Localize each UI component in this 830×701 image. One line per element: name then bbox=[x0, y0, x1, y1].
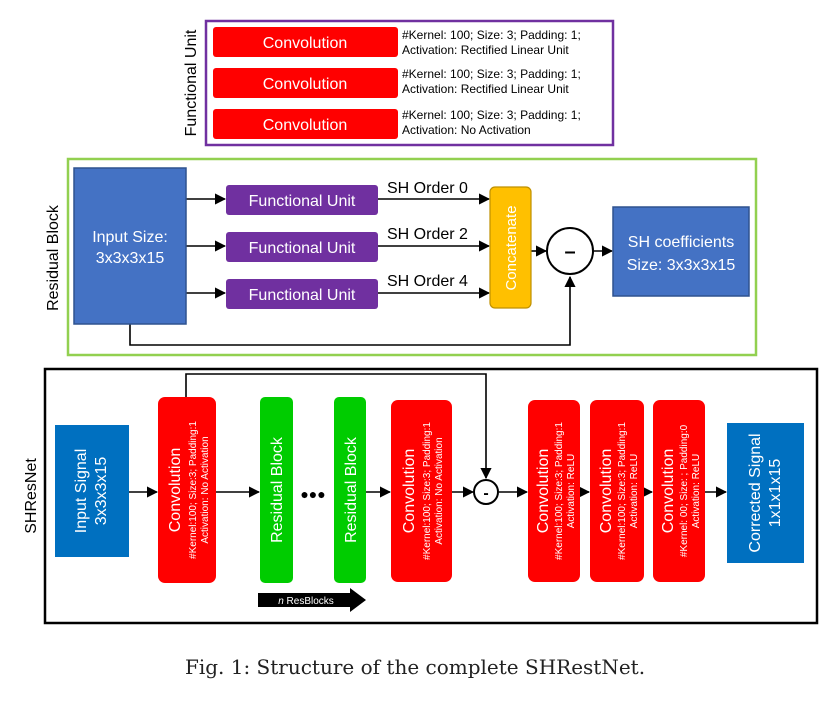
rb-output-line1: SH coefficients bbox=[628, 234, 734, 251]
fu-conv-desc2-1: Activation: Rectified Linear Unit bbox=[402, 43, 569, 57]
fu-conv-label-2: Convolution bbox=[263, 76, 348, 93]
sn-residual-block-1: Residual Block bbox=[260, 397, 293, 583]
sn-conv-1: Convolution #Kernel:100; Size:3; Padding… bbox=[158, 397, 216, 583]
residual-block-title: Residual Block bbox=[45, 204, 62, 311]
sn-conv-4-desc2: Activation: ReLU bbox=[629, 454, 640, 528]
rb-output-box: SH coefficients Size: 3x3x3x15 bbox=[612, 206, 750, 297]
rb-sh-order-4: SH Order 4 bbox=[387, 273, 468, 290]
functional-unit-panel: Functional Unit Convolution #Kernel: 100… bbox=[183, 19, 615, 147]
sn-resblocks-arrow: n ResBlocks bbox=[258, 588, 366, 612]
sn-conv-5: Convolution #Kernel: 00; Size: ; Padding… bbox=[653, 400, 705, 582]
rb-sh-order-2: SH Order 2 bbox=[387, 226, 468, 243]
sn-conv-3-label: Convolution bbox=[535, 449, 552, 534]
sn-conv-1-label: Convolution bbox=[167, 448, 184, 533]
sn-res-2-label: Residual Block bbox=[343, 436, 360, 543]
fu-conv-desc1-2: #Kernel: 100; Size: 3; Padding: 1; bbox=[402, 67, 581, 81]
sn-connectors bbox=[129, 373, 728, 498]
rb-subtract-symbol: – bbox=[564, 241, 575, 263]
sn-conv-3-desc2: Activation: ReLU bbox=[566, 454, 577, 528]
rb-unit-label-1: Functional Unit bbox=[249, 193, 356, 210]
functional-unit-title: Functional Unit bbox=[183, 29, 200, 136]
sn-conv-2-desc2: Activation: No Activation bbox=[434, 437, 445, 544]
rb-input-line1: Input Size: bbox=[92, 229, 168, 246]
fu-conv-desc1-3: #Kernel: 100; Size: 3; Padding: 1; bbox=[402, 108, 581, 122]
residual-block-panel: Residual Block Input Size: 3x3x3x15 Func… bbox=[45, 157, 758, 357]
sn-resblocks-text: ResBlocks bbox=[284, 596, 334, 607]
sn-conv-4: Convolution #Kernel:100; Size:3; Padding… bbox=[590, 400, 644, 582]
rb-input-line2: 3x3x3x15 bbox=[96, 250, 165, 267]
shresnet-panel: SHResNet Input Signal 3x3x3x15 Convoluti… bbox=[23, 367, 819, 625]
sn-output-line2: 1x1x1x15 bbox=[767, 459, 784, 528]
rb-unit-label-2: Functional Unit bbox=[249, 240, 356, 257]
rb-output-line2: Size: 3x3x3x15 bbox=[627, 257, 736, 274]
fu-conv-layer-3: Convolution #Kernel: 100; Size: 3; Paddi… bbox=[213, 108, 581, 139]
rb-sh-order-0: SH Order 0 bbox=[387, 180, 468, 197]
fu-conv-desc1-1: #Kernel: 100; Size: 3; Padding: 1; bbox=[402, 28, 581, 42]
sn-conv-2-desc1: #Kernel:100; Size:3; Padding:1 bbox=[422, 422, 433, 560]
sn-conv-1-desc2: Activation: No Activation bbox=[200, 436, 211, 543]
sn-subtract-node: - bbox=[473, 479, 499, 505]
fu-conv-label-3: Convolution bbox=[263, 117, 348, 134]
sn-output-line1: Corrected Signal bbox=[747, 433, 764, 552]
sn-conv-5-desc1: #Kernel: 00; Size: ; Padding:0 bbox=[679, 424, 690, 557]
sn-conv-5-label: Convolution bbox=[660, 449, 677, 534]
sn-ellipsis: ●●● bbox=[300, 486, 325, 502]
fu-conv-layer-2: Convolution #Kernel: 100; Size: 3; Paddi… bbox=[213, 67, 581, 98]
sn-resblocks-n: n bbox=[278, 596, 284, 607]
sn-conv-1-desc1: #Kernel:100; Size:3; Padding:1 bbox=[188, 421, 199, 559]
sn-resblocks-label: n ResBlocks bbox=[278, 596, 334, 607]
rb-concatenate-label: Concatenate bbox=[503, 205, 520, 290]
sn-residual-block-2: Residual Block bbox=[334, 397, 366, 583]
fu-conv-label-1: Convolution bbox=[263, 35, 348, 52]
rb-functional-unit-1: Functional Unit bbox=[226, 185, 378, 215]
rb-unit-label-3: Functional Unit bbox=[249, 287, 356, 304]
figure-caption: Fig. 1: Structure of the complete SHRest… bbox=[184, 655, 646, 679]
rb-concatenate-box: Concatenate bbox=[489, 186, 532, 309]
sn-conv-3: Convolution #Kernel:100; Size:3; Padding… bbox=[528, 400, 580, 582]
rb-functional-unit-3: Functional Unit bbox=[226, 279, 378, 309]
rb-functional-unit-2: Functional Unit bbox=[226, 232, 378, 262]
sn-input-box: Input Signal 3x3x3x15 bbox=[55, 425, 129, 557]
sn-res-1-label: Residual Block bbox=[269, 436, 286, 543]
sn-input-line1: Input Signal bbox=[73, 449, 90, 534]
shresnet-title: SHResNet bbox=[23, 458, 40, 534]
sn-output-box: Corrected Signal 1x1x1x15 bbox=[727, 423, 804, 563]
sn-conv-5-desc2: Activation: ReLU bbox=[691, 454, 702, 528]
rb-connectors bbox=[129, 193, 614, 346]
sn-conv-3-desc1: #Kernel:100; Size:3; Padding:1 bbox=[554, 422, 565, 560]
rb-subtract-node: – bbox=[546, 227, 594, 275]
sn-conv-4-desc1: #Kernel:100; Size:3; Padding:1 bbox=[617, 422, 628, 560]
sn-subtract-symbol: - bbox=[483, 485, 488, 502]
sn-conv-2: Convolution #Kernel:100; Size:3; Padding… bbox=[391, 400, 452, 582]
fu-conv-layer-1: Convolution #Kernel: 100; Size: 3; Paddi… bbox=[213, 27, 581, 57]
sn-conv-2-label: Convolution bbox=[401, 449, 418, 534]
fu-conv-desc2-2: Activation: Rectified Linear Unit bbox=[402, 82, 569, 96]
rb-input-box: Input Size: 3x3x3x15 bbox=[73, 167, 187, 325]
sn-conv-4-label: Convolution bbox=[598, 449, 615, 534]
sn-input-line2: 3x3x3x15 bbox=[93, 457, 110, 526]
fu-conv-desc2-3: Activation: No Activation bbox=[402, 123, 531, 137]
